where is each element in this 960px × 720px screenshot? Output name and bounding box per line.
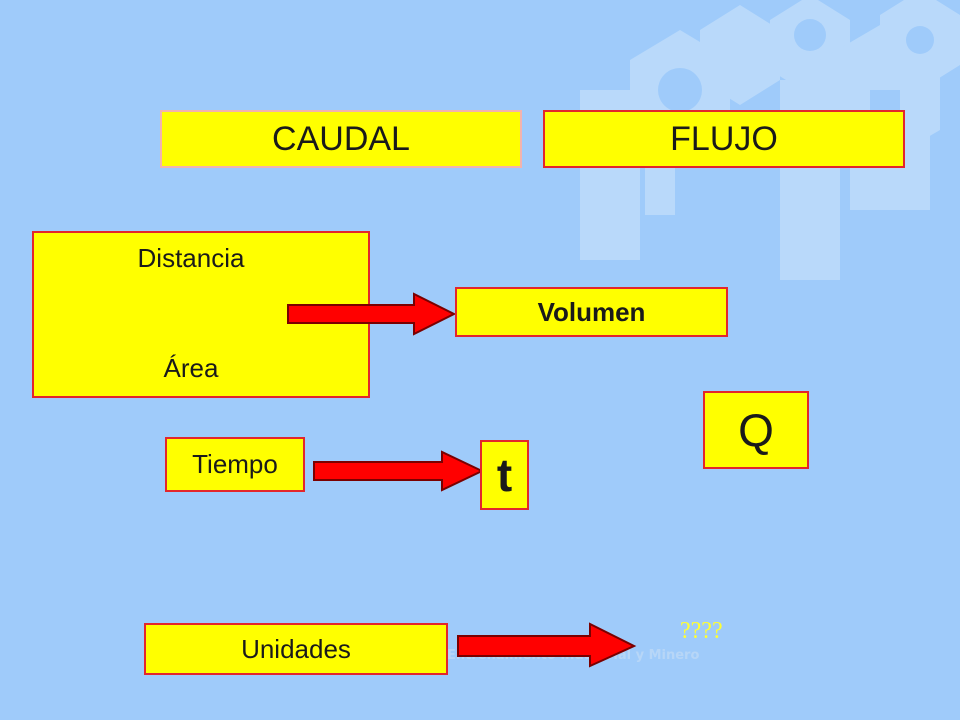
q-symbol: Q	[738, 404, 774, 456]
volumen-box: Volumen	[455, 287, 728, 337]
t-symbol: t	[496, 449, 513, 501]
arrow-to-volumen	[287, 292, 456, 336]
arrow-to-t	[313, 450, 484, 492]
distancia-label: Distancia	[137, 243, 245, 273]
unknown-units-text: ????	[680, 618, 723, 644]
tiempo-label: Tiempo	[192, 449, 278, 479]
flujo-title-box: FLUJO	[543, 110, 905, 168]
area-label: Área	[163, 353, 219, 383]
t-box: t	[480, 440, 529, 510]
caudal-title: CAUDAL	[272, 119, 410, 158]
q-box: Q	[703, 391, 809, 469]
tiempo-box: Tiempo	[165, 437, 305, 492]
arrow-to-unknown	[457, 622, 637, 668]
caudal-title-box: CAUDAL	[160, 110, 522, 168]
flujo-title: FLUJO	[670, 119, 778, 158]
unidades-label: Unidades	[241, 633, 351, 664]
volumen-label: Volumen	[537, 296, 646, 327]
unidades-box: Unidades	[144, 623, 448, 675]
